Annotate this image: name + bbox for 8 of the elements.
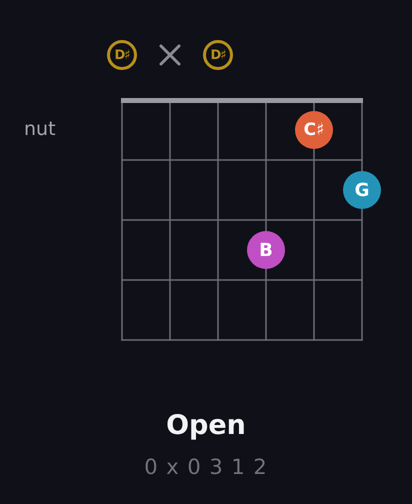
open-string-marker: D♯ xyxy=(107,40,137,70)
fingering-text: 0 x 0 3 1 2 xyxy=(144,455,268,479)
nut-label: nut xyxy=(24,118,56,140)
finger-dot: B xyxy=(247,231,285,269)
finger-dot: G xyxy=(343,171,381,209)
finger-dot: C♯ xyxy=(295,111,333,149)
chord-name: Open xyxy=(166,410,246,441)
open-string-marker: D♯ xyxy=(203,40,233,70)
